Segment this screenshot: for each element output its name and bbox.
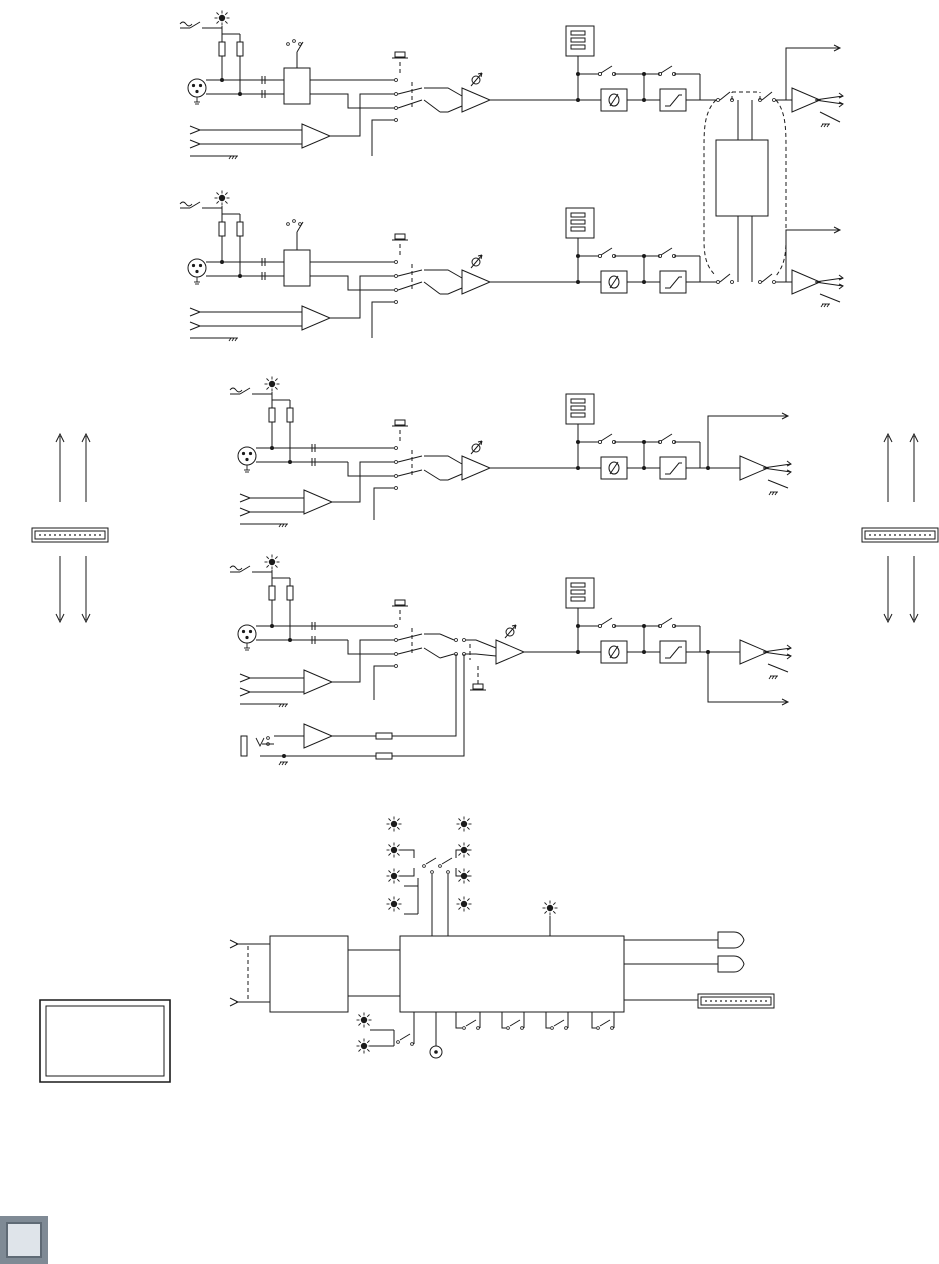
channel-strip-1 xyxy=(180,11,843,160)
link-processor xyxy=(704,92,786,282)
monitor-controller xyxy=(400,936,624,1012)
input-transformer-2 xyxy=(284,250,310,286)
db25-bottom xyxy=(698,994,774,1008)
monitor-section xyxy=(230,817,774,1059)
input-transformer-1 xyxy=(284,68,310,104)
channel-strip-4 xyxy=(230,555,791,766)
instrument-jack xyxy=(241,736,247,756)
db25-right xyxy=(862,528,938,542)
channel-strip-3 xyxy=(230,377,791,528)
page-corner-badge xyxy=(0,1216,48,1264)
page-corner-badge-inner xyxy=(6,1222,42,1258)
db25-left-group xyxy=(32,434,108,622)
db25-left xyxy=(32,528,108,542)
db25-right-group xyxy=(862,434,938,622)
headphone-b-icon xyxy=(718,956,744,972)
aux-panel xyxy=(40,1000,170,1082)
headphone-a-icon xyxy=(718,932,744,948)
